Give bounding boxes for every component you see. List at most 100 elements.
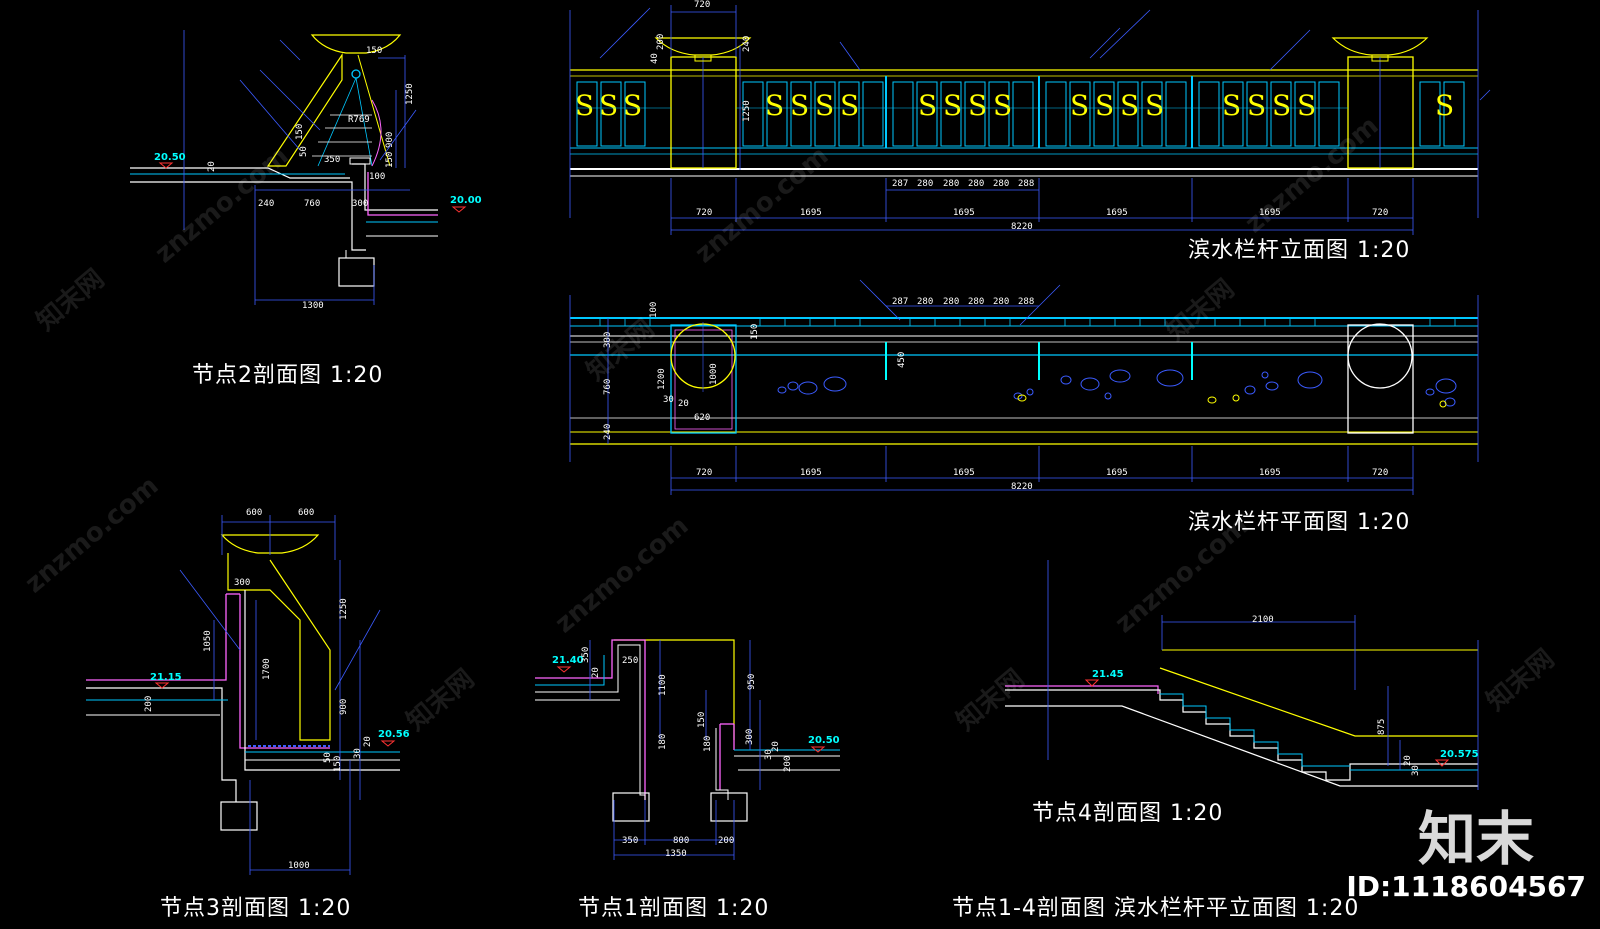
svg-text:150: 150 <box>697 712 707 728</box>
svg-text:200: 200 <box>783 756 793 772</box>
svg-text:180: 180 <box>658 734 668 750</box>
svg-text:350: 350 <box>622 836 638 846</box>
level-marker: 20.50 <box>808 735 840 746</box>
level-marker: 20.575 <box>1440 749 1479 760</box>
elev-post-dim: 240 <box>742 36 752 52</box>
level-marker: 20.00 <box>450 195 482 206</box>
svg-text:250: 250 <box>622 656 638 666</box>
svg-text:1695: 1695 <box>800 468 822 478</box>
level-marker: 20.56 <box>378 729 410 740</box>
svg-text:1695: 1695 <box>1259 208 1281 218</box>
svg-text:280: 280 <box>917 179 933 189</box>
node2-section-drawing: 20.50 20.00 150 1250 900 150 150 50 350 … <box>130 30 482 311</box>
svg-text:720: 720 <box>1372 208 1388 218</box>
svg-text:287: 287 <box>892 297 908 307</box>
svg-text:R769: R769 <box>348 115 370 125</box>
level-marker: 21.40 <box>552 655 584 666</box>
svg-text:760: 760 <box>603 379 613 395</box>
svg-text:S: S <box>993 89 1012 122</box>
svg-text:S: S <box>575 89 594 122</box>
svg-text:S: S <box>968 89 987 122</box>
plan-post-dims: 150 1200 1000 620 30 20 450 <box>657 324 907 423</box>
svg-text:280: 280 <box>993 179 1009 189</box>
svg-text:S: S <box>1297 89 1316 122</box>
brand-logo: 知末 <box>1417 805 1534 873</box>
svg-text:S: S <box>1222 89 1241 122</box>
svg-text:S: S <box>1095 89 1114 122</box>
svg-text:350: 350 <box>581 647 591 663</box>
svg-text:30: 30 <box>764 749 774 760</box>
svg-text:S: S <box>815 89 834 122</box>
svg-text:600: 600 <box>298 508 314 518</box>
svg-text:280: 280 <box>943 297 959 307</box>
svg-text:100: 100 <box>369 172 385 182</box>
plan-spacing-dims: 287 280 280 280 280 288 <box>892 297 1034 307</box>
svg-text:S: S <box>599 89 618 122</box>
svg-text:280: 280 <box>993 297 1009 307</box>
svg-text:1700: 1700 <box>262 658 272 680</box>
svg-text:280: 280 <box>968 297 984 307</box>
svg-text:1250: 1250 <box>339 598 349 620</box>
svg-text:150: 150 <box>750 324 760 340</box>
svg-text:280: 280 <box>968 179 984 189</box>
svg-text:20: 20 <box>678 399 689 409</box>
svg-text:720: 720 <box>696 468 712 478</box>
svg-text:200: 200 <box>718 836 734 846</box>
svg-text:240: 240 <box>258 199 274 209</box>
node1-title: 节点1剖面图 1:20 <box>578 896 770 921</box>
plan-title: 滨水栏杆平面图 1:20 <box>1188 510 1411 535</box>
svg-text:1695: 1695 <box>800 208 822 218</box>
svg-text:300: 300 <box>352 199 368 209</box>
svg-text:S: S <box>1435 89 1454 122</box>
svg-text:S: S <box>840 89 859 122</box>
node3-dims: 600 600 300 1050 1700 1250 900 200 20 30… <box>144 508 373 871</box>
svg-text:150: 150 <box>366 46 382 56</box>
svg-text:20: 20 <box>363 736 373 747</box>
elev-post-dim: 40 <box>650 53 660 64</box>
node4-dims: 2100 875 20 30 <box>1252 615 1421 776</box>
svg-text:S: S <box>1272 89 1291 122</box>
svg-text:30: 30 <box>663 395 674 405</box>
elev-spacing-dims: 287 280 280 280 280 288 <box>892 179 1034 189</box>
plan-side-dims: 100 300 760 240 <box>603 302 659 440</box>
svg-text:600: 600 <box>246 508 262 518</box>
svg-text:20: 20 <box>771 741 781 752</box>
svg-text:S: S <box>765 89 784 122</box>
svg-text:280: 280 <box>917 297 933 307</box>
plan-segment-dims: 720 1695 1695 1695 1695 720 <box>696 468 1388 478</box>
svg-text:1000: 1000 <box>288 861 310 871</box>
svg-text:287: 287 <box>892 179 908 189</box>
svg-text:1200: 1200 <box>657 368 667 390</box>
plan-total-dim: 8220 <box>1011 482 1033 492</box>
svg-text:720: 720 <box>1372 468 1388 478</box>
svg-text:720: 720 <box>696 208 712 218</box>
svg-text:1100: 1100 <box>658 674 668 696</box>
node3-section-drawing: 21.15 20.56 600 600 300 1050 1700 1250 9… <box>86 508 410 875</box>
svg-text:350: 350 <box>324 155 340 165</box>
svg-text:20: 20 <box>207 161 217 172</box>
svg-text:2100: 2100 <box>1252 615 1274 625</box>
level-marker: 21.15 <box>150 672 182 683</box>
svg-text:150: 150 <box>295 124 305 140</box>
elev-total-dim: 8220 <box>1011 222 1033 232</box>
svg-text:S: S <box>623 89 642 122</box>
svg-text:300: 300 <box>603 332 613 348</box>
elev-segment-dims: 720 1695 1695 1695 1695 720 <box>696 208 1388 218</box>
node3-title: 节点3剖面图 1:20 <box>160 896 352 921</box>
svg-text:1350: 1350 <box>665 849 687 859</box>
svg-text:50: 50 <box>323 752 333 763</box>
svg-text:240: 240 <box>603 424 613 440</box>
svg-text:S: S <box>1120 89 1139 122</box>
node2-dims: 150 1250 900 150 150 50 350 R769 100 240… <box>207 46 415 311</box>
svg-text:30: 30 <box>1411 765 1421 776</box>
level-marker: 21.45 <box>1092 669 1124 680</box>
node4-title: 节点4剖面图 1:20 <box>1032 801 1224 826</box>
railing-plan-drawing: 100 300 760 240 150 1200 1000 620 30 20 … <box>569 279 1479 495</box>
svg-text:20: 20 <box>591 667 601 678</box>
svg-text:1695: 1695 <box>953 208 975 218</box>
svg-text:280: 280 <box>943 179 959 189</box>
node1-section-drawing: 21.40 20.50 350 250 20 1100 180 950 150 … <box>535 639 840 860</box>
svg-text:1250: 1250 <box>405 83 415 105</box>
svg-text:200: 200 <box>144 696 154 712</box>
